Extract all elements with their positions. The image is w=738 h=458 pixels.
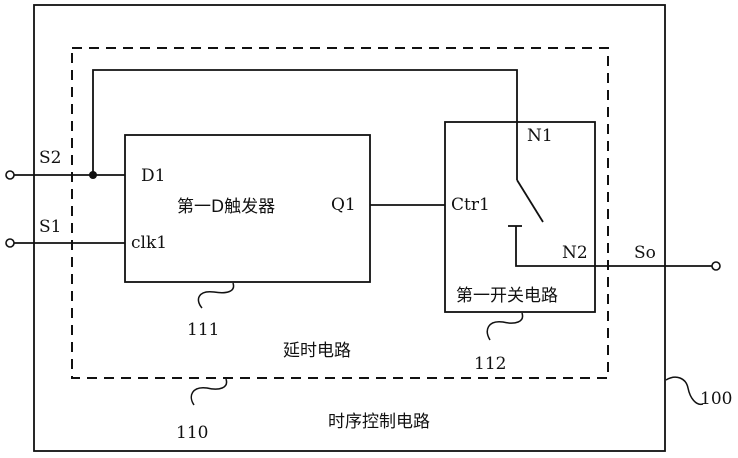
- switch-circuit-title: 第一开关电路: [456, 286, 558, 306]
- ref-100: 100: [700, 389, 732, 409]
- delay-circuit-title: 延时电路: [283, 341, 351, 361]
- flipflop-box: [124, 134, 371, 283]
- s2-label: S2: [39, 148, 61, 168]
- timing-control-title: 时序控制电路: [328, 412, 430, 432]
- switch-circuit-box: [444, 121, 596, 313]
- ref-111: 111: [187, 320, 219, 340]
- pin-clk1-label: clk1: [131, 233, 167, 253]
- feedback-wire: [92, 69, 518, 180]
- so-label: So: [634, 243, 656, 263]
- ref-112: 112: [474, 354, 506, 374]
- node-n1-label: N1: [527, 126, 553, 146]
- leader-111: [197, 282, 235, 309]
- leader-112: [486, 312, 524, 341]
- pin-q1-label: Q1: [331, 195, 356, 215]
- switch-blade: [516, 179, 544, 223]
- flipflop-title: 第一D触发器: [177, 197, 275, 217]
- node-n2-label: N2: [562, 243, 588, 263]
- so-terminal: [711, 261, 721, 271]
- switch-output-wire: [515, 226, 712, 267]
- s2-terminal: [5, 170, 15, 180]
- delay-circuit-box: [71, 47, 609, 379]
- ref-110: 110: [176, 423, 208, 443]
- leader-100: [665, 376, 704, 406]
- s1-label: S1: [39, 217, 61, 237]
- timing-control-box: [33, 4, 666, 452]
- s1-terminal: [5, 238, 15, 248]
- pin-ctr1-label: Ctr1: [451, 195, 490, 215]
- leader-110: [190, 378, 228, 406]
- pin-d1-label: D1: [141, 166, 165, 186]
